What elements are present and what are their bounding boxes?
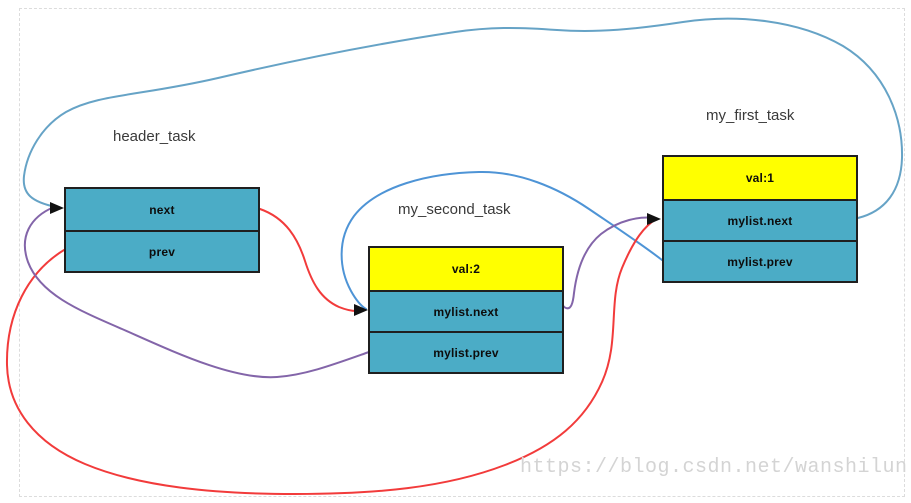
cell-header-prev: prev <box>66 230 258 271</box>
cell-first-mylist-prev: mylist.prev <box>664 240 856 281</box>
csdn-watermark: https://blog.csdn.net/wanshilun <box>520 456 908 479</box>
node-header-task: next prev <box>64 187 260 273</box>
cell-second-mylist-prev: mylist.prev <box>370 331 562 372</box>
node-label-my-first-task: my_first_task <box>706 107 795 124</box>
node-my-first-task: val:1 mylist.next mylist.prev <box>662 155 858 283</box>
node-my-second-task: val:2 mylist.next mylist.prev <box>368 246 564 374</box>
node-label-header-task: header_task <box>113 128 196 145</box>
node-label-my-second-task: my_second_task <box>398 201 511 218</box>
cell-second-val: val:2 <box>370 248 562 290</box>
cell-first-val: val:1 <box>664 157 856 199</box>
cell-second-mylist-next: mylist.next <box>370 290 562 331</box>
cell-header-next: next <box>66 189 258 230</box>
cell-first-mylist-next: mylist.next <box>664 199 856 240</box>
